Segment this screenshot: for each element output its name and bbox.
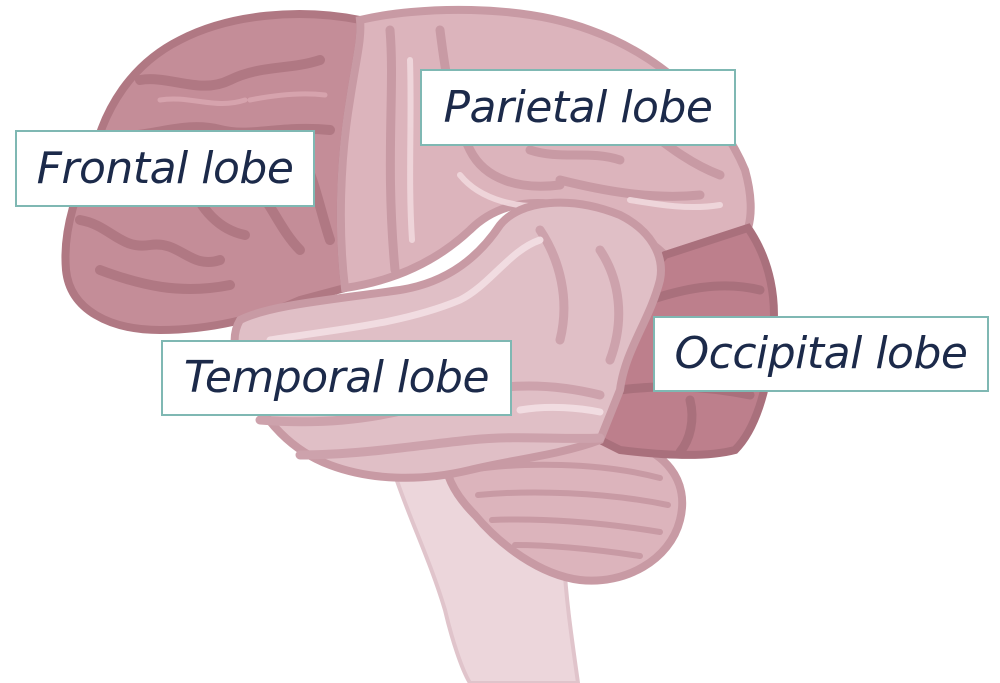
label-frontal-lobe: Frontal lobe [15,130,315,207]
temporal-highlights [266,236,604,416]
parietal-gyri [385,25,725,275]
label-parietal-lobe: Parietal lobe [420,69,736,146]
label-temporal-lobe: Temporal lobe [161,340,512,416]
label-occipital-lobe: Occipital lobe [653,316,989,392]
